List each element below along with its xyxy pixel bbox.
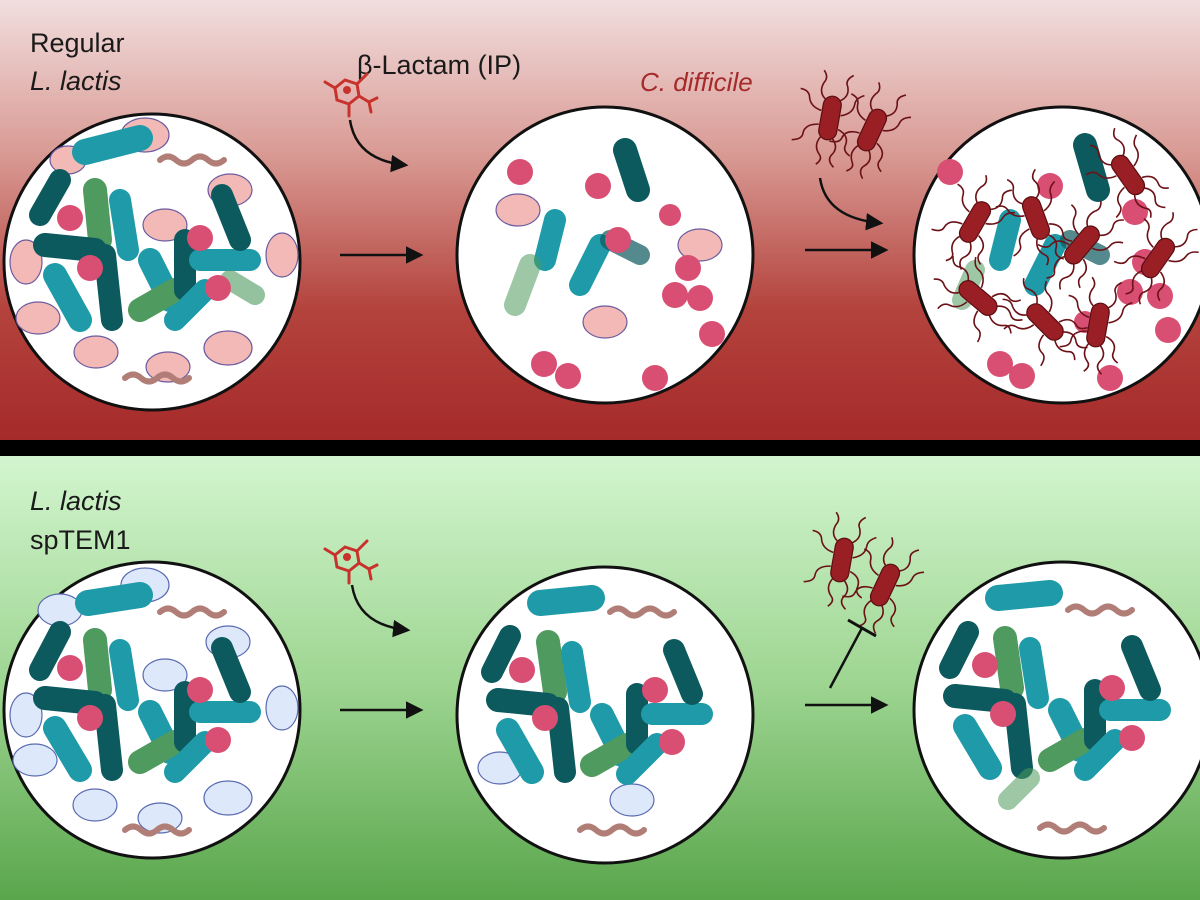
inhibition-icon: [828, 618, 877, 689]
arrow-icon: [350, 584, 411, 638]
bottom-label-lactis: L. lactis: [30, 486, 122, 516]
bottom-label-sptem1: spTEM1: [30, 525, 131, 555]
arrow-icon: [818, 177, 884, 231]
top-label-lactis: L. lactis: [30, 66, 122, 96]
pathogen-label: C. difficile: [640, 67, 753, 97]
top-gut-community-initial: [2, 112, 302, 412]
top-gut-community-after-antibiotic: [455, 105, 755, 405]
top-gut-community-cdiff-infection: [912, 105, 1200, 405]
panel-divider: [0, 440, 1200, 456]
top-label-regular: Regular: [30, 28, 125, 58]
bottom-gut-community-initial: [2, 560, 302, 860]
arrow-icon: [348, 119, 409, 173]
bottom-gut-community-after-antibiotic: [455, 565, 755, 865]
bottom-gut-community-protected: [912, 560, 1200, 860]
drug-label: β-Lactam (IP): [357, 50, 521, 80]
